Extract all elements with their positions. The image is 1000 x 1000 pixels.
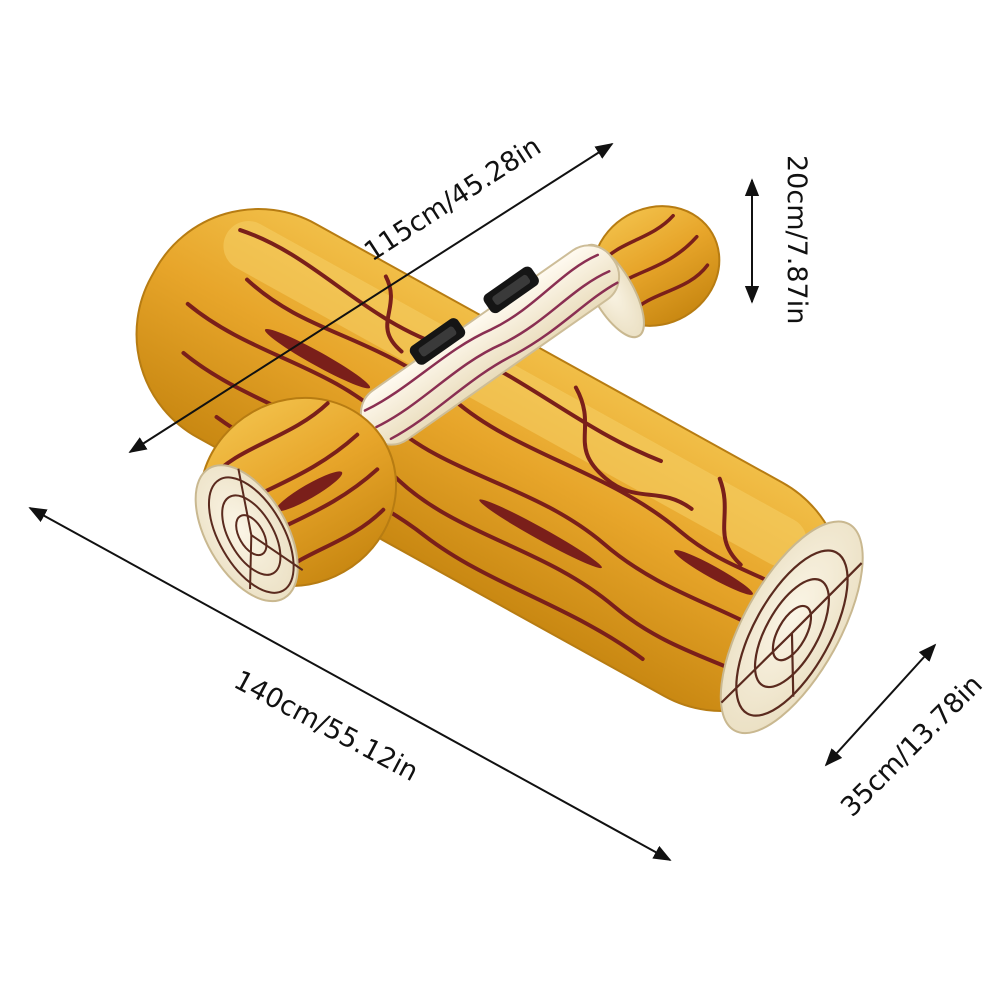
arrow-log-length	[28, 507, 672, 861]
end-height-label: 20cm/7.87in	[781, 155, 812, 324]
arrow-log-diameter	[824, 643, 937, 767]
dimension-arrows	[28, 143, 937, 861]
log-length-label: 140cm/55.12in	[229, 665, 423, 788]
bar-length-label: 115cm/45.28in	[359, 131, 547, 268]
log-diameter-label: 35cm/13.78in	[835, 669, 989, 823]
arrow-bar-length	[128, 143, 614, 453]
